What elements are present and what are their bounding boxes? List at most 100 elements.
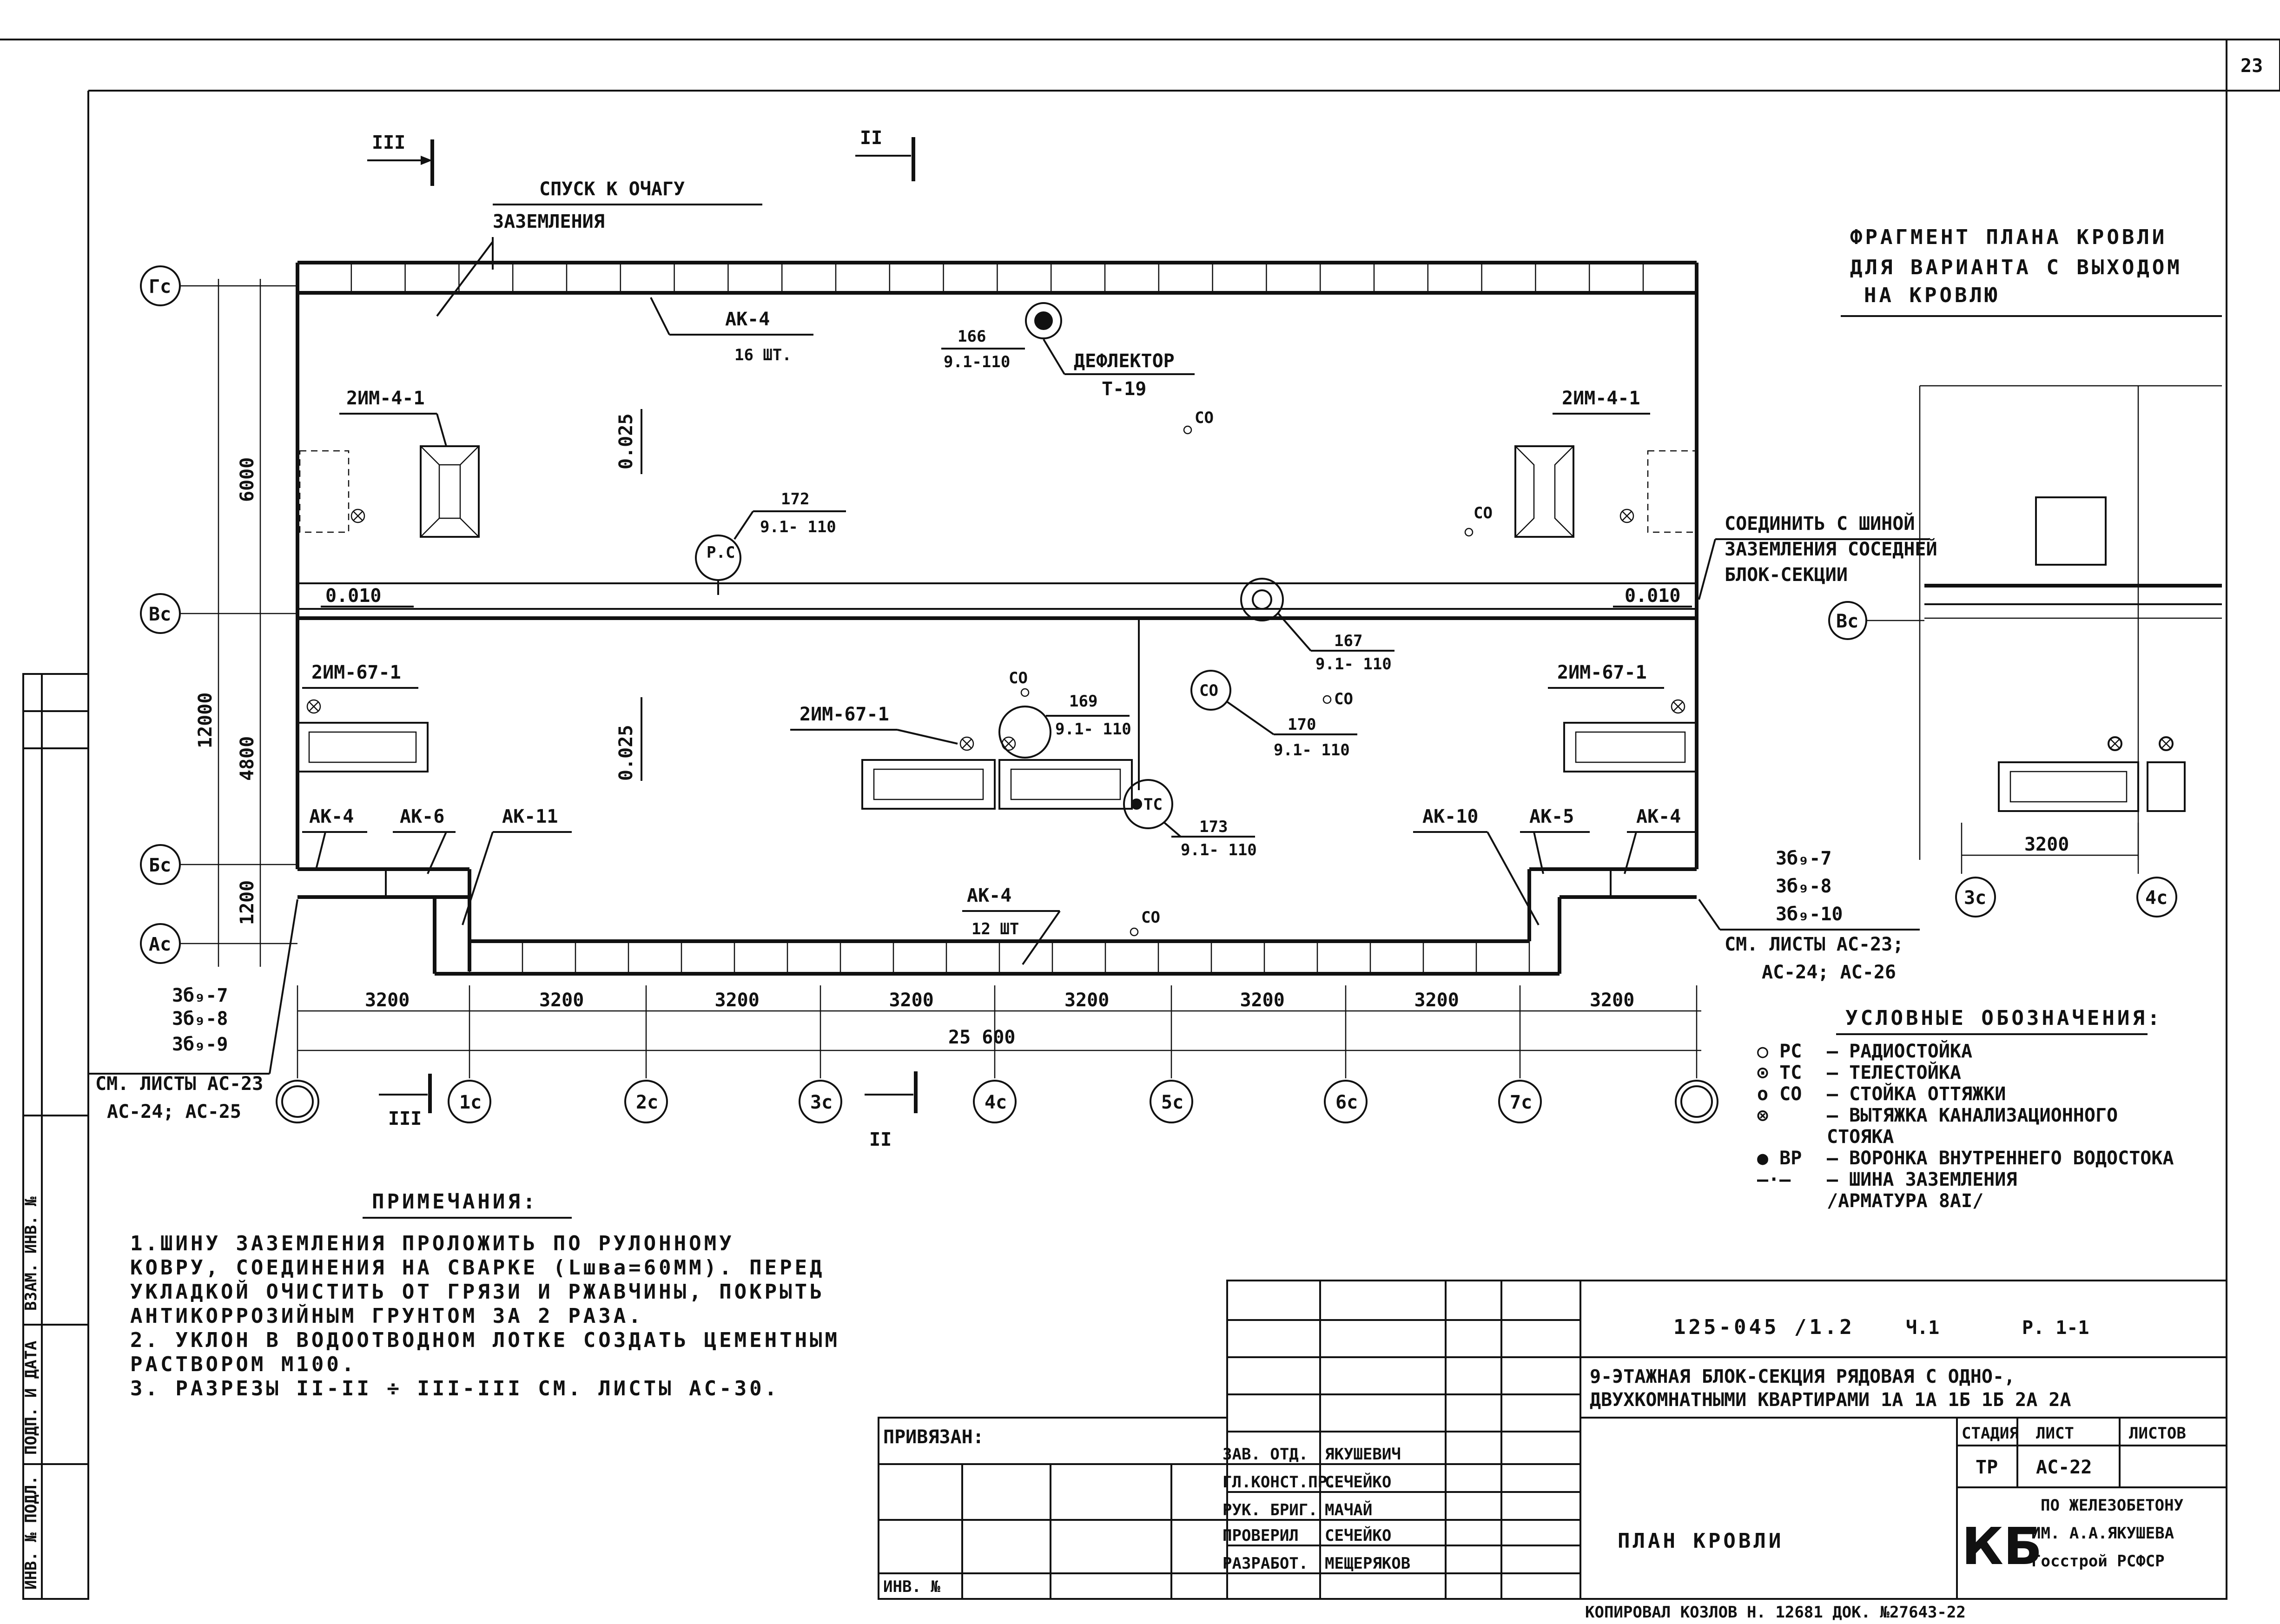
- signer-role: РАЗРАБОТ.: [1223, 1554, 1308, 1573]
- axis-col-1: [276, 1080, 319, 1123]
- label-tc: ТС: [1143, 795, 1163, 814]
- title-block: [878, 1280, 2227, 1600]
- label-connect-3: БЛОК-СЕКЦИИ: [1725, 564, 1848, 586]
- vent-hood-2im671-right: [1563, 722, 1698, 772]
- dim-h-3: 3200: [715, 990, 760, 1011]
- right-ref-4: СМ. ЛИСТЫ АС-23;: [1725, 934, 1903, 955]
- slope-bottom: 0.025: [615, 725, 637, 781]
- axis-col-label: 1с: [459, 1092, 482, 1113]
- axis-col-4: [799, 1080, 842, 1123]
- dim-h-6: 3200: [1240, 990, 1285, 1011]
- dimension-chains: [218, 279, 1701, 1051]
- axis-col-3: [624, 1080, 668, 1123]
- sewer-stack-2: [1619, 508, 1634, 523]
- fragment-title-2: ДЛЯ ВАРИАНТА С ВЫХОДОМ: [1850, 256, 2182, 279]
- label-n173: 173: [1199, 818, 1228, 836]
- guy-post-co-4: [1322, 695, 1332, 704]
- sewer-stack-1: [350, 508, 365, 523]
- left-ref-2: 3б₉-8: [172, 1008, 228, 1030]
- label-s172: 9.1- 110: [760, 518, 836, 536]
- label-ak6: АК-6: [400, 806, 444, 827]
- section-mark-iii-bottom: III: [388, 1108, 422, 1129]
- ground-descent-label-2: ЗАЗЕМЛЕНИЯ: [493, 211, 605, 232]
- left-ref-3: 3б₉-9: [172, 1034, 228, 1055]
- tb-sheet-header: ЛИСТ: [2036, 1424, 2074, 1443]
- fragment-title-3: НА КРОВЛЮ: [1864, 284, 2000, 307]
- label-2im671-right: 2ИМ-67-1: [1557, 662, 1647, 683]
- right-ref-5: АС-24; АС-26: [1762, 962, 1896, 983]
- fragment-axis-vc-label: Вс: [1836, 611, 1858, 632]
- axis-row-label: Гс: [149, 276, 171, 297]
- page-number-box: [2226, 39, 2280, 92]
- legend-text: – РАДИОСТОЙКА: [1827, 1040, 1972, 1062]
- signer-role: РУК. БРИГ.: [1223, 1501, 1318, 1519]
- tb-description-2: ДВУХКОМНАТНЫМИ КВАРТИРАМИ 1А 1А 1Б 1Б 2А…: [1590, 1389, 2071, 1411]
- label-s170: 9.1- 110: [1274, 741, 1350, 759]
- label-s173: 9.1- 110: [1181, 841, 1257, 859]
- tb-sheets-header: ЛИСТОВ: [2129, 1424, 2186, 1443]
- label-n166: 166: [958, 327, 986, 346]
- label-co-3: СО: [1009, 669, 1028, 687]
- tb-description-1: 9-ЭТАЖНАЯ БЛОК-СЕКЦИЯ РЯДОВАЯ С ОДНО-,: [1590, 1366, 2015, 1387]
- axis-row-label: Вс: [149, 604, 171, 625]
- roof-drain-167: [1240, 578, 1284, 621]
- legend-symbol: —·—: [1757, 1169, 1791, 1190]
- axis-col-label: 3с: [810, 1092, 833, 1113]
- sewer-vent-stacks: [306, 508, 1685, 751]
- tb-part: Ч.1: [1906, 1317, 1939, 1339]
- section-marks: III II III II: [367, 127, 918, 1150]
- dim-v-6000: 6000: [237, 457, 258, 502]
- label-rs: Р.С: [707, 543, 735, 562]
- tb-rev: Р. 1-1: [2022, 1317, 2089, 1339]
- legend-text: /АРМАТУРА 8АI/: [1827, 1190, 1983, 1212]
- signer-name: СЕЧЕЙКО: [1325, 1526, 1391, 1545]
- hatch-left: [299, 450, 350, 533]
- axis-row-label: Бс: [149, 855, 171, 876]
- legend-text: – ТЕЛЕСТОЙКА: [1827, 1061, 1961, 1083]
- fragment-dim: 3200: [2024, 834, 2069, 855]
- sewer-stack-3: [306, 699, 321, 714]
- fragment-axis-4c: [2136, 877, 2177, 918]
- label-connect-1: СОЕДИНИТЬ С ШИНОЙ: [1725, 512, 1915, 535]
- axis-col-7: [1324, 1080, 1368, 1123]
- notes: ПРИМЕЧАНИЯ: 1.ШИНУ ЗАЗЕМЛЕНИЯ ПРОЛОЖИТЬ …: [130, 1190, 837, 1400]
- ground-descent-label-1: СПУСК К ОЧАГУ: [539, 178, 685, 200]
- guy-post-co-2: [1464, 528, 1474, 537]
- sewer-stack-5: [959, 736, 974, 751]
- tb-footer: КОПИРОВАЛ КОЗЛОВ Н. 12681 ДОК. №27643-22: [1585, 1603, 1966, 1622]
- axis-col-8: [1498, 1080, 1542, 1123]
- sewer-stack-4: [1671, 699, 1685, 714]
- vent-hood-2im671-left: [297, 722, 429, 772]
- fragment-plan: [1866, 385, 2222, 874]
- legend-text: СТОЯКА: [1827, 1126, 1894, 1148]
- fragment-axis-3c: [1955, 877, 1996, 918]
- label-ak4-right: АК-4: [1636, 806, 1681, 827]
- tb-drawing-title: ПЛАН КРОВЛИ: [1618, 1529, 1784, 1553]
- fragment-axis-3c-label: 3с: [1964, 887, 1986, 909]
- label-2im41-left: 2ИМ-4-1: [346, 388, 425, 409]
- deflector-symbol: [1025, 302, 1062, 339]
- left-ref-4: СМ. ЛИСТЫ АС-23: [95, 1073, 263, 1095]
- side-replace-label: ВЗАМ. ИНВ. №: [22, 1196, 40, 1311]
- signer-name: СЕЧЕЙКО: [1325, 1472, 1391, 1492]
- legend-symbol: ○ РС: [1757, 1041, 1802, 1062]
- label-2im671-left: 2ИМ-67-1: [311, 662, 401, 683]
- dim-h-4: 3200: [889, 990, 934, 1011]
- tb-bound-label: ПРИВЯЗАН:: [883, 1426, 984, 1448]
- signer-role: ГЛ.КОНСТ.ПР.: [1223, 1473, 1337, 1492]
- fragment-title-1: ФРАГМЕНТ ПЛАНА КРОВЛИ: [1850, 225, 2167, 249]
- right-ref-2: 3б₉-8: [1776, 876, 1831, 897]
- dim-v-1200: 1200: [237, 880, 258, 925]
- label-ak4-top: АК-4: [725, 309, 770, 330]
- level-left: 0.010: [325, 585, 381, 607]
- signer-name: ЯКУШЕВИЧ: [1325, 1445, 1401, 1464]
- signer-role: ЗАВ. ОТД.: [1223, 1445, 1308, 1464]
- side-inv-label: ИНВ. № ПОДЛ.: [22, 1475, 40, 1590]
- dim-h-7: 3200: [1414, 990, 1459, 1011]
- label-co-5: СО: [1141, 908, 1160, 927]
- legend-text: – СТОЙКА ОТТЯЖКИ: [1827, 1083, 2006, 1105]
- label-connect-2: ЗАЗЕМЛЕНИЯ СОСЕДНЕЙ: [1725, 538, 1937, 560]
- legend-text: – ШИНА ЗАЗЕМЛЕНИЯ: [1827, 1169, 2017, 1190]
